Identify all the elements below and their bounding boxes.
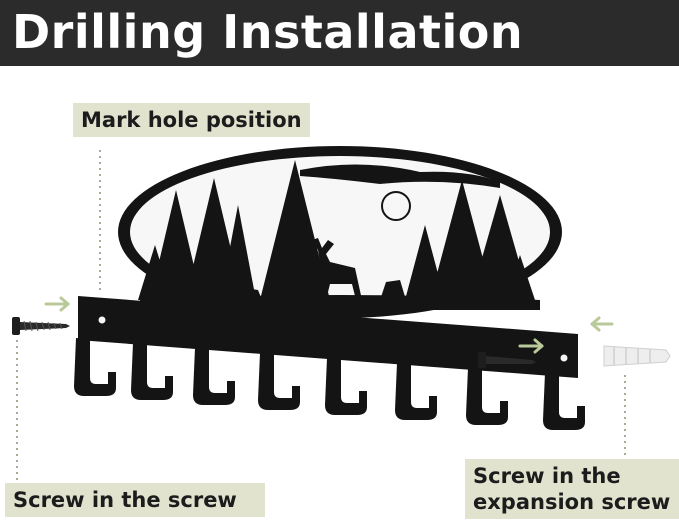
- hook-6: [395, 363, 437, 420]
- page-title: Drilling Installation: [12, 5, 524, 59]
- mark-hole-label: Mark hole position: [73, 103, 310, 137]
- header-bar: Drilling Installation: [0, 0, 679, 66]
- expansion-screw-label: Screw in the expansion screw: [465, 459, 679, 519]
- forest-oval-plaque: [118, 146, 562, 318]
- expansion-label-line1: Screw in the: [473, 464, 621, 488]
- hook-rack-bar: [78, 296, 578, 378]
- hook-3: [193, 348, 235, 405]
- hook-8: [543, 373, 585, 430]
- hook-1: [74, 338, 116, 396]
- screw-in-label: Screw in the screw: [5, 483, 265, 517]
- hook-7: [466, 368, 508, 425]
- screw-icon: [12, 317, 70, 335]
- expansion-label-line2: expansion screw: [473, 490, 671, 514]
- arrow-right-icon: [44, 296, 70, 312]
- arrow-left-icon: [590, 316, 614, 332]
- deer-silhouette: [298, 238, 362, 300]
- hook-5: [325, 358, 367, 415]
- bar-screw-icon: [478, 352, 536, 368]
- arrow-right-icon-bar: [518, 338, 544, 354]
- mount-hole-left: [98, 316, 106, 324]
- mount-hole-right: [560, 354, 568, 362]
- expansion-anchor-icon: [603, 345, 671, 367]
- hooks: [74, 338, 585, 430]
- hook-2: [131, 343, 173, 400]
- hook-4: [258, 353, 300, 410]
